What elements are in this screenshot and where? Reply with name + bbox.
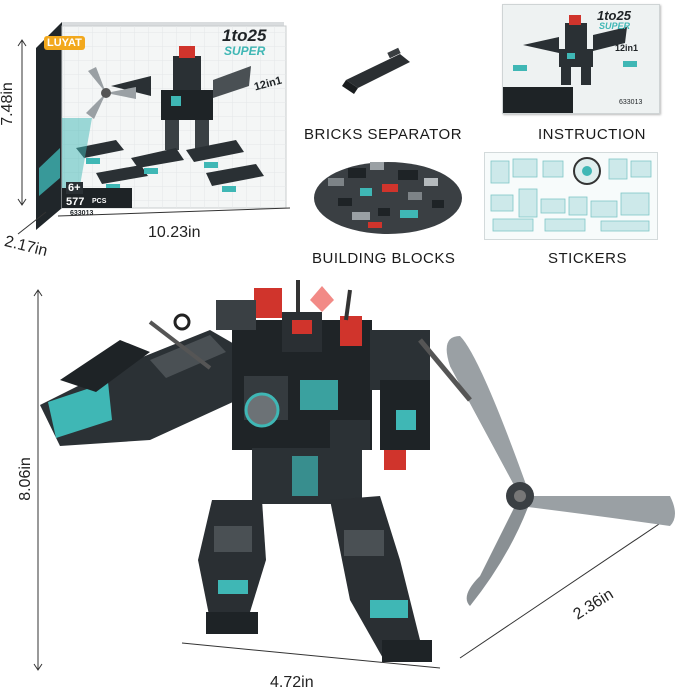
box-width-label: 10.23in xyxy=(148,224,201,241)
sticker-sheet-graphic xyxy=(490,157,652,232)
building-blocks-image xyxy=(314,162,462,234)
instruction-subtitle: SUPER xyxy=(599,21,631,31)
instruction-label: INSTRUCTION xyxy=(538,126,646,143)
instruction-model-number: 633013 xyxy=(619,99,643,106)
box-subtitle: SUPER xyxy=(224,44,266,58)
box-piece-count: 577 xyxy=(66,196,85,208)
product-box-graphic xyxy=(36,22,287,230)
box-model-number: 633013 xyxy=(68,210,96,217)
box-age: 6+ xyxy=(66,182,83,194)
bricks-separator-label: BRICKS SEPARATOR xyxy=(304,126,463,143)
box-title: 1to25 xyxy=(222,26,267,45)
bricks-separator-image xyxy=(342,47,410,94)
stickers-label: STICKERS xyxy=(548,250,628,267)
robot-width-label: 4.72in xyxy=(270,674,314,691)
robot-height-label: 8.06in xyxy=(16,457,34,501)
sticker-sheet xyxy=(484,152,658,240)
instruction-title: 1to25 xyxy=(597,8,631,23)
box-brand-logo: LUYAT xyxy=(44,36,85,50)
instruction-booklet-graphic xyxy=(503,15,637,113)
product-box: LUYAT 1to25 SUPER 12in1 6+ 577 PCS 63301… xyxy=(36,18,296,233)
box-piece-unit: PCS xyxy=(92,198,107,205)
instruction-badge: 12in1 xyxy=(615,43,639,53)
instruction-booklet: 1to25 SUPER 12in1 633013 xyxy=(502,4,660,114)
building-blocks-label: BUILDING BLOCKS xyxy=(312,250,456,267)
